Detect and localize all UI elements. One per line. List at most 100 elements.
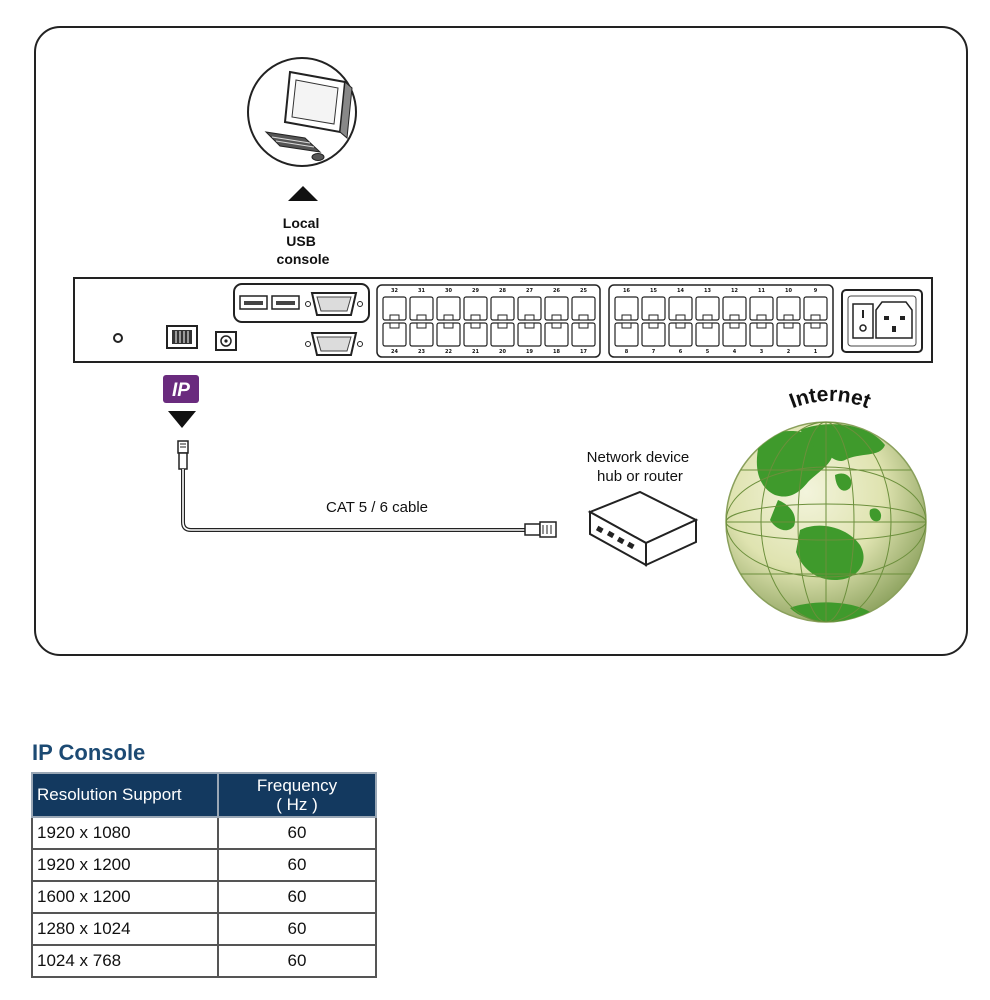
- port-number-label: 2: [787, 349, 791, 355]
- port-number-label: 12: [731, 288, 738, 294]
- svg-text:IP: IP: [172, 380, 190, 401]
- resolution-cell: 1024 x 768: [31, 944, 219, 978]
- rj45-port-10: [776, 296, 801, 321]
- rj45-port-20: [490, 322, 515, 347]
- rj45-port-16: [614, 296, 639, 321]
- arrow-up-icon: [288, 186, 318, 201]
- header-resolution-support: Resolution Support: [31, 772, 219, 818]
- frequency-cell: 60: [217, 848, 377, 882]
- local-console-icon: [247, 57, 357, 167]
- rj45-port-13: [695, 296, 720, 321]
- cable-label: CAT 5 / 6 cable: [326, 499, 428, 516]
- power-inlet-icon: [841, 289, 923, 353]
- port-number-label: 11: [758, 288, 765, 294]
- kvm-switch-panel: 3224312330222921282027192618251716815714…: [73, 277, 933, 363]
- usb-port-icon: [271, 295, 300, 310]
- frequency-cell: 60: [217, 880, 377, 914]
- port-number-label: 26: [553, 288, 560, 294]
- port-number-label: 14: [677, 288, 684, 294]
- port-number-label: 20: [499, 349, 506, 355]
- rj45-port-22: [436, 322, 461, 347]
- lan-port-icon: [166, 325, 198, 349]
- rj45-port-32: [382, 296, 407, 321]
- port-number-label: 18: [553, 349, 560, 355]
- port-number-label: 25: [580, 288, 587, 294]
- rj45-port-3: [749, 322, 774, 347]
- section-title: IP Console: [32, 740, 146, 765]
- port-number-label: 28: [499, 288, 506, 294]
- port-number-label: 21: [472, 349, 479, 355]
- port-number-label: 16: [623, 288, 630, 294]
- table-row: 1600 x 1200 60: [31, 880, 377, 914]
- connection-diagram: Local USB console: [73, 57, 933, 623]
- port-number-label: 31: [418, 288, 425, 294]
- rj45-port-26: [544, 296, 569, 321]
- port-number-label: 27: [526, 288, 533, 294]
- rj45-port-1: [803, 322, 828, 347]
- frequency-cell: 60: [217, 912, 377, 946]
- port-number-label: 8: [625, 349, 629, 355]
- port-number-label: 19: [526, 349, 533, 355]
- ground-screw-icon: [113, 333, 123, 343]
- local-console-label: Local USB console: [277, 215, 330, 267]
- port-number-label: 6: [679, 349, 683, 355]
- header-frequency: Frequency ( Hz ): [217, 772, 377, 818]
- rj45-port-23: [409, 322, 434, 347]
- rj45-port-8: [614, 322, 639, 347]
- rj45-port-17: [571, 322, 596, 347]
- rj45-port-18: [544, 322, 569, 347]
- rj45-port-2: [776, 322, 801, 347]
- rj45-port-31: [409, 296, 434, 321]
- frequency-cell: 60: [217, 944, 377, 978]
- vga-port-icon: [305, 292, 363, 316]
- rj45-port-11: [749, 296, 774, 321]
- rj45-port-7: [641, 322, 666, 347]
- resolution-table: Resolution Support Frequency ( Hz ) 1920…: [31, 772, 377, 978]
- resolution-cell: 1920 x 1080: [31, 816, 219, 850]
- port-number-label: 10: [785, 288, 792, 294]
- port-number-label: 17: [580, 349, 587, 355]
- power-switch: [852, 303, 874, 339]
- rj45-port-21: [463, 322, 488, 347]
- frequency-cell: 60: [217, 816, 377, 850]
- resolution-cell: 1920 x 1200: [31, 848, 219, 882]
- rj45-port-19: [517, 322, 542, 347]
- usb-port-icon: [239, 295, 268, 310]
- header-frequency-unit: ( Hz ): [276, 795, 318, 814]
- dc-power-jack-icon: [215, 331, 237, 351]
- vga-port-icon: [305, 332, 363, 356]
- arrow-down-icon: [168, 411, 196, 428]
- rj45-port-24: [382, 322, 407, 347]
- rj45-port-27: [517, 296, 542, 321]
- port-number-label: 29: [472, 288, 479, 294]
- port-number-label: 24: [391, 349, 398, 355]
- resolution-cell: 1280 x 1024: [31, 912, 219, 946]
- rj45-port-28: [490, 296, 515, 321]
- port-number-label: 7: [652, 349, 656, 355]
- internet-label: Internet: [786, 383, 873, 413]
- port-number-label: 9: [814, 288, 818, 294]
- port-number-label: 4: [733, 349, 737, 355]
- network-device-label: Network device hub or router: [587, 449, 694, 485]
- table-row: 1280 x 1024 60: [31, 912, 377, 946]
- table-header-row: Resolution Support Frequency ( Hz ): [31, 772, 377, 818]
- resolution-cell: 1600 x 1200: [31, 880, 219, 914]
- cat-cable: [177, 440, 557, 538]
- table-row: 1920 x 1080 60: [31, 816, 377, 850]
- port-number-label: 1: [814, 349, 818, 355]
- globe-icon: [725, 421, 927, 623]
- rj45-port-14: [668, 296, 693, 321]
- header-frequency-label: Frequency: [256, 776, 338, 795]
- rj45-port-12: [722, 296, 747, 321]
- rj45-port-15: [641, 296, 666, 321]
- port-number-label: 30: [445, 288, 452, 294]
- port-number-label: 3: [760, 349, 764, 355]
- port-number-label: 5: [706, 349, 710, 355]
- port-number-label: 13: [704, 288, 711, 294]
- rj45-port-9: [803, 296, 828, 321]
- rj45-port-6: [668, 322, 693, 347]
- port-number-label: 15: [650, 288, 657, 294]
- port-number-label: 22: [445, 349, 452, 355]
- rj45-port-29: [463, 296, 488, 321]
- port-number-label: 23: [418, 349, 425, 355]
